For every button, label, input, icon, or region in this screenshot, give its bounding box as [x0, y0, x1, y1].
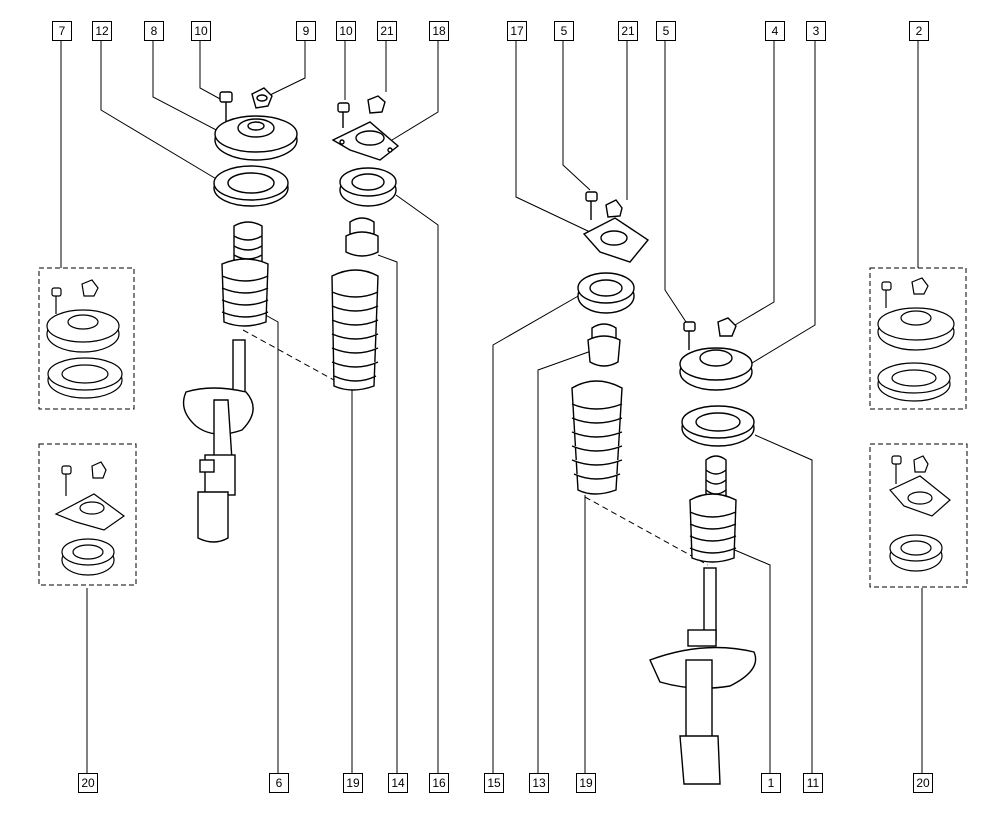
bolt-10-left: [219, 91, 233, 123]
callout-5-a: 5: [554, 21, 574, 41]
callout-21-b: 21: [618, 21, 638, 41]
leader-8: [152, 39, 223, 134]
bearing-16: [339, 167, 397, 207]
nut-9: [251, 87, 273, 109]
callout-2: 2: [909, 21, 929, 41]
leader-6: [259, 311, 279, 773]
strut-right: [649, 567, 757, 785]
callout-13: 13: [529, 773, 549, 793]
boot-1: [689, 493, 737, 563]
callout-8: 8: [144, 21, 164, 41]
nut-21-mid: [367, 95, 386, 114]
callout-19-a: 19: [343, 773, 363, 793]
callout-4: 4: [765, 21, 785, 41]
top-mount-8: [214, 115, 298, 161]
bump-stop-13: [587, 323, 621, 367]
mount-plate-18: [331, 121, 400, 161]
leader-16: [395, 194, 439, 773]
top-mount-3: [679, 347, 753, 391]
leader-5a: [562, 39, 591, 191]
leader-14: [377, 254, 398, 773]
leader-4: [734, 39, 775, 326]
callout-5-b: 5: [656, 21, 676, 41]
leader-12: [100, 39, 219, 181]
nut-4: [717, 317, 737, 337]
bump-stop-14: [345, 217, 379, 257]
bolt-5-lower: [683, 321, 696, 350]
leader-5b: [664, 39, 689, 326]
boot-6: [221, 258, 269, 327]
leader-18: [391, 39, 439, 141]
bearing-12: [213, 165, 289, 207]
boot-19-left: [331, 269, 379, 391]
callout-6: 6: [269, 773, 289, 793]
leader-1: [729, 547, 771, 773]
leader-15: [492, 294, 581, 773]
callout-16: 16: [429, 773, 449, 793]
leader-17: [515, 39, 591, 233]
callout-7: 7: [52, 21, 72, 41]
bolt-5-upper: [585, 191, 598, 220]
callout-20-left: 20: [78, 773, 98, 793]
callout-1: 1: [761, 773, 781, 793]
boot-19-right: [571, 380, 623, 495]
callout-20-right: 20: [913, 773, 933, 793]
callout-21-a: 21: [377, 21, 397, 41]
leader-10a: [199, 39, 223, 101]
callout-15: 15: [484, 773, 504, 793]
bearing-11: [681, 405, 755, 447]
leader-11: [754, 434, 813, 773]
bearing-15: [577, 272, 635, 314]
callout-9: 9: [296, 21, 316, 41]
bolt-10-mid: [337, 102, 350, 128]
callout-19-b: 19: [576, 773, 596, 793]
leader-9: [267, 39, 306, 97]
callout-11: 11: [803, 773, 823, 793]
callout-17: 17: [507, 21, 527, 41]
leader-13: [537, 349, 595, 773]
callout-3: 3: [806, 21, 826, 41]
callout-10-a: 10: [191, 21, 211, 41]
nut-21-right: [605, 199, 623, 218]
strut-left: [182, 339, 254, 543]
callout-14: 14: [388, 773, 408, 793]
callout-10-b: 10: [336, 21, 356, 41]
callout-12: 12: [92, 21, 112, 41]
mount-plate-17: [582, 217, 650, 263]
leader-3: [751, 39, 816, 364]
callout-18: 18: [429, 21, 449, 41]
